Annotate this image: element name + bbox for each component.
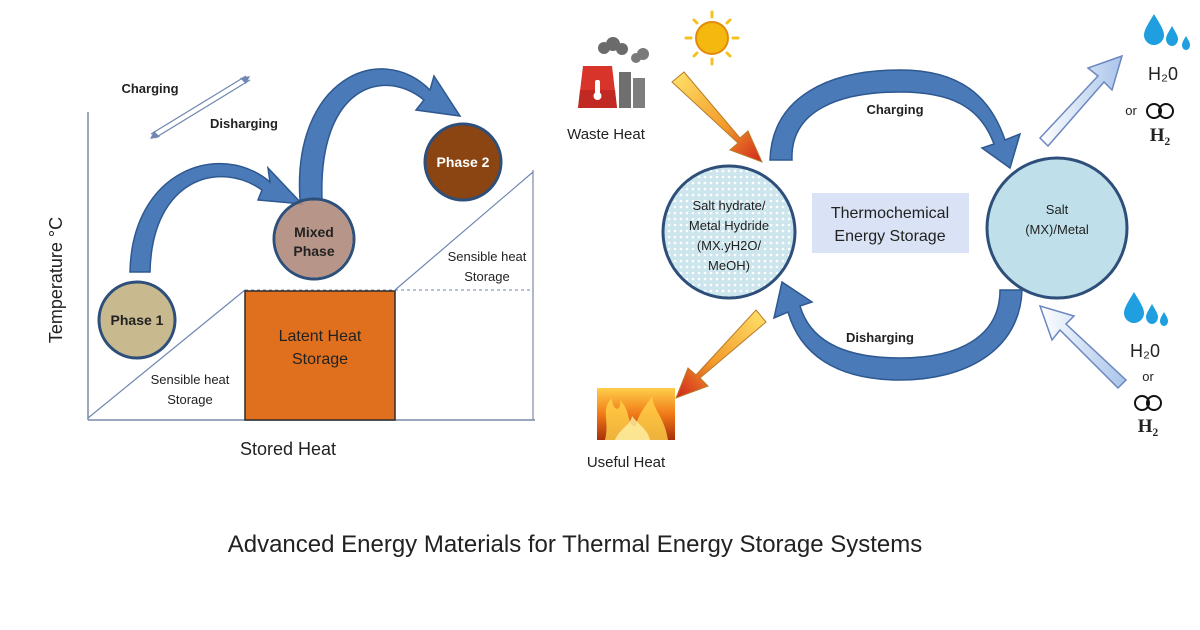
- phase2-circle: [423, 122, 503, 202]
- charge-discharge-arrows: [150, 75, 251, 139]
- thermochemical-label-1: Thermochemical: [831, 205, 949, 222]
- y-axis-label: Temperature °C: [46, 217, 66, 343]
- phase1-label: Phase 1: [111, 312, 164, 328]
- mixed-phase-circle: [272, 197, 356, 281]
- phase1-circle: [97, 280, 177, 360]
- salt-hydrate-label-2: Metal Hydride: [689, 218, 769, 233]
- charging-label-right: Charging: [866, 102, 923, 117]
- phase2-label: Phase 2: [437, 154, 490, 170]
- heat-out-arrow: [675, 309, 767, 399]
- or-label-bottom: or: [1142, 369, 1154, 384]
- useful-heat-label: Useful Heat: [587, 454, 666, 471]
- release-arrow: [1038, 54, 1124, 148]
- h2-label-bottom: H₂: [1138, 416, 1159, 437]
- mixed-phase-fill: [275, 200, 353, 278]
- charging-label-left: Charging: [121, 81, 178, 96]
- curved-arrow-lower: [129, 162, 304, 273]
- discharging-label-left: Disharging: [210, 116, 278, 131]
- water-drops-icon-top: [1144, 14, 1190, 50]
- water-drops-icon-bottom: [1124, 292, 1168, 326]
- salt-metal-label-1: Salt: [1046, 202, 1069, 217]
- salt-hydrate-circle: [661, 164, 797, 300]
- sensible-slope-left: [87, 289, 246, 419]
- mixed-label-1: Mixed: [294, 224, 334, 240]
- thermochemical-diagram: Waste Heat Useful Heat: [567, 10, 1190, 471]
- heat-in-arrow: [671, 71, 763, 163]
- latent-label-1: Latent Heat: [279, 328, 362, 345]
- phase-change-diagram: Latent Heat Storage Sensible heat Storag…: [46, 68, 535, 459]
- x-axis-label: Stored Heat: [240, 439, 336, 459]
- discharging-label-right: Disharging: [846, 330, 914, 345]
- charging-cycle-arrow: [769, 69, 1022, 170]
- latent-heat-box: [244, 290, 396, 421]
- page-title: Advanced Energy Materials for Thermal En…: [228, 531, 923, 558]
- h2o-label-top: H₂0: [1148, 64, 1178, 84]
- salt-hydrate-label-1: Salt hydrate/: [693, 198, 766, 213]
- salt-metal-circle: [985, 156, 1129, 300]
- sensible-left-label-2: Storage: [167, 392, 213, 407]
- or-label-top: or: [1125, 103, 1137, 118]
- salt-metal-label-2: (MX)/Metal: [1025, 222, 1089, 237]
- h2o-label-bottom: H₂0: [1130, 341, 1160, 361]
- thermochemical-label-2: Energy Storage: [834, 228, 945, 245]
- mixed-label-2: Phase: [293, 243, 334, 259]
- factory-icon: [578, 37, 649, 108]
- sun-icon: [684, 10, 740, 66]
- hydrogen-molecule-icon-top: [1146, 103, 1174, 119]
- salt-hydrate-label-4: MeOH): [708, 258, 750, 273]
- curved-arrow-upper: [298, 68, 462, 201]
- discharging-cycle-arrow: [772, 280, 1023, 381]
- fire-icon: [597, 388, 675, 440]
- sensible-slope-right: [394, 171, 534, 291]
- waste-heat-label: Waste Heat: [567, 126, 646, 143]
- salt-hydrate-label-3: (MX.yH2O/: [697, 238, 762, 253]
- h2-label-top: H₂: [1150, 125, 1171, 146]
- sensible-left-label-1: Sensible heat: [151, 372, 230, 387]
- intake-arrow: [1038, 304, 1128, 390]
- sensible-right-label-1: Sensible heat: [448, 249, 527, 264]
- thermochemical-box: [812, 193, 969, 253]
- latent-label-2: Storage: [292, 351, 348, 368]
- hydrogen-molecule-icon-bottom: [1134, 395, 1162, 411]
- sensible-right-label-2: Storage: [464, 269, 510, 284]
